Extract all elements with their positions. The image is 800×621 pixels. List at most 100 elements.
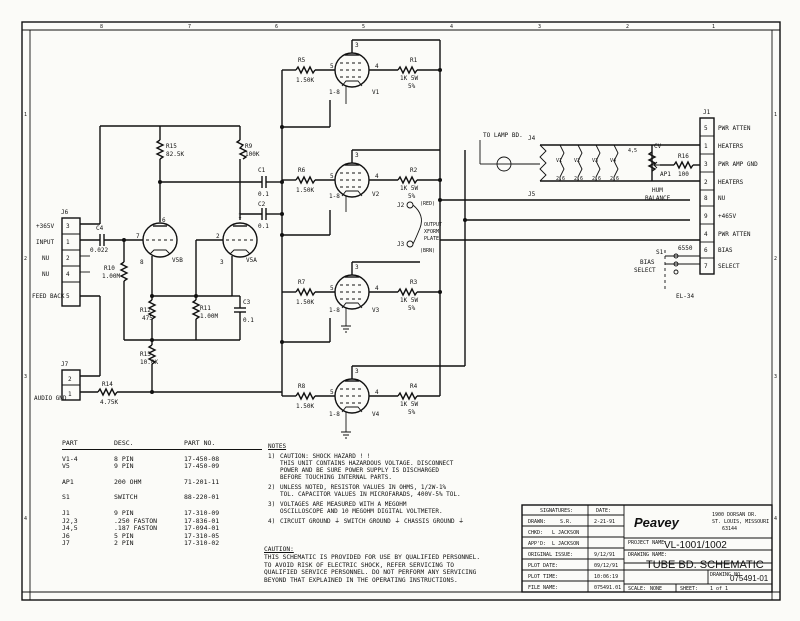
zone-col-label: 3 [538,24,541,30]
parts-cell: 17-450-09 [184,462,220,471]
tube-ref: V1 [372,89,380,96]
pin-label: 4 [375,285,379,292]
pin-label: 3 [355,264,359,271]
resistor-value: 1.50K [296,77,314,84]
note-line: OSCILLOSCOPE AND 10 MEGOHM DIGITAL VOLTM… [280,508,443,515]
note-line: POWER AND BE SURE POWER SUPPLY IS DISCHA… [280,467,439,474]
tube-v4: V4 5 3 4 1-8 [329,368,380,418]
date-label: DATE: [596,508,611,514]
notes-block: NOTES 1) CAUTION: SHOCK HAZARD ! ! THIS … [268,443,518,525]
company-address-line: 63144 [722,526,737,532]
signatures-label: SIGNATURES: [540,508,573,514]
xform-label: XFORM [424,229,439,235]
pin-number: 5 [66,293,70,300]
resistor-tol: 5% [408,193,416,200]
tube-type-6550: 6550 [678,245,693,252]
resistor-r1 [397,65,418,75]
parts-cell: SWITCH [114,493,138,502]
balance-label: BALANCE [645,195,671,202]
resistor-value: 1.00M [200,313,218,320]
tube-ref: V4 [372,411,380,418]
pin-label: 1 [238,213,242,220]
parts-cell: .250 FASTON [114,516,158,525]
resistor-label: R14 [102,381,113,388]
resistor-label: R13 [140,351,151,358]
title-row-value: L JACKSON [552,541,579,547]
parts-cell: 17-836-01 [184,516,220,525]
title-row-date: 075491.01 [594,585,621,591]
resistor-r2 [397,175,418,185]
note-item: 3) VOLTAGES ARE MEASURED WITH A MEGOHM O… [268,501,518,515]
tube-ref: V3 [372,307,380,314]
resistor-label: R12 [140,307,151,314]
capacitor-label: C1 [258,167,266,174]
resistor-r11 [191,299,201,320]
pin-label: 1-8 [329,411,340,418]
resistor-label: R4 [410,383,418,390]
caution-line: TO AVOID RISK OF ELECTRIC SHOCK, REFER S… [264,561,454,569]
parts-cell: 9 PIN [114,508,134,517]
zone-row-label: 4 [24,516,27,522]
title-row-key: CHKD: [528,530,543,536]
pin-label: 1-8 [329,89,340,96]
heater-pin-label: 2,6 [556,176,565,182]
heater-label: V3 [592,158,598,164]
capacitor-value: 0.1 [258,191,269,198]
pin-function-label: HEATERS [718,179,744,186]
wire-color-label: (RED) [420,201,435,207]
connector-j6 [61,217,90,307]
zone-row-label: 1 [774,112,777,118]
title-row-key: DRAWN: [528,519,546,525]
parts-cell: J7 [62,539,70,548]
pin-number: 1 [704,143,708,150]
note-number: 4) [268,518,276,525]
title-block-frame [521,504,773,593]
heater-pin-label: 2,6 [610,176,619,182]
note-item: 4) CIRCUIT GROUND ⏚ SWITCH GROUND ⏚ CHAS… [268,518,518,525]
company-address-line: ST. LOUIS, MISSOURI [712,519,769,525]
resistor-value: 10.0K [140,359,158,366]
caution-line: QUALIFIED SERVICE PERSONNEL. DO NOT PERF… [264,569,477,577]
tube-v1: V1 5 3 4 1-8 [329,42,380,96]
resistor-r9 [235,139,248,160]
wire-color-label: (BRN) [420,248,435,254]
title-row-key: FILE NAME: [528,585,558,591]
pin-label: 3 [355,368,359,375]
cv-label: CV [654,143,662,150]
hum-label: HUM [652,187,663,194]
connector-j1 [699,117,715,275]
resistor-label: R5 [298,57,306,64]
parts-cell: 2 PIN [114,539,134,548]
tube-v2: V2 5 3 4 1-8 [329,152,380,200]
tube-v3: V3 5 3 4 1-8 [329,264,380,314]
j3-label: J3 [397,241,405,248]
pin-label: 1-8 [329,193,340,200]
resistor-label: R11 [200,305,211,312]
j6-label: J6 [61,209,69,216]
title-row-key: APP'D: [528,541,546,547]
capacitor-value: 0.022 [90,247,108,254]
resistor-label: R3 [410,279,418,286]
note-line: THIS UNIT CONTAINS HAZARDOUS VOLTAGE. DI… [280,460,454,467]
resistor-label: R6 [298,167,306,174]
parts-cell: 5 PIN [114,531,134,540]
resistor-value: 1K 5W [400,297,418,304]
resistor-value: 82.5K [166,151,184,158]
parts-cell: 8 PIN [114,454,134,463]
pin-function-label: HEATERS [718,143,744,150]
parts-cell: 17-450-08 [184,454,220,463]
caution-title: CAUTION: [264,546,294,553]
heater-label: V4 [610,158,616,164]
tube-ref: V5A [246,257,257,264]
zone-col-label: 6 [275,24,278,30]
resistor-label: R7 [298,279,306,286]
zone-col-label: 1 [712,24,715,30]
pin-label: 4 [375,63,379,70]
zone-row-label: 4 [774,516,777,522]
parts-cell: 17-094-01 [184,524,220,533]
